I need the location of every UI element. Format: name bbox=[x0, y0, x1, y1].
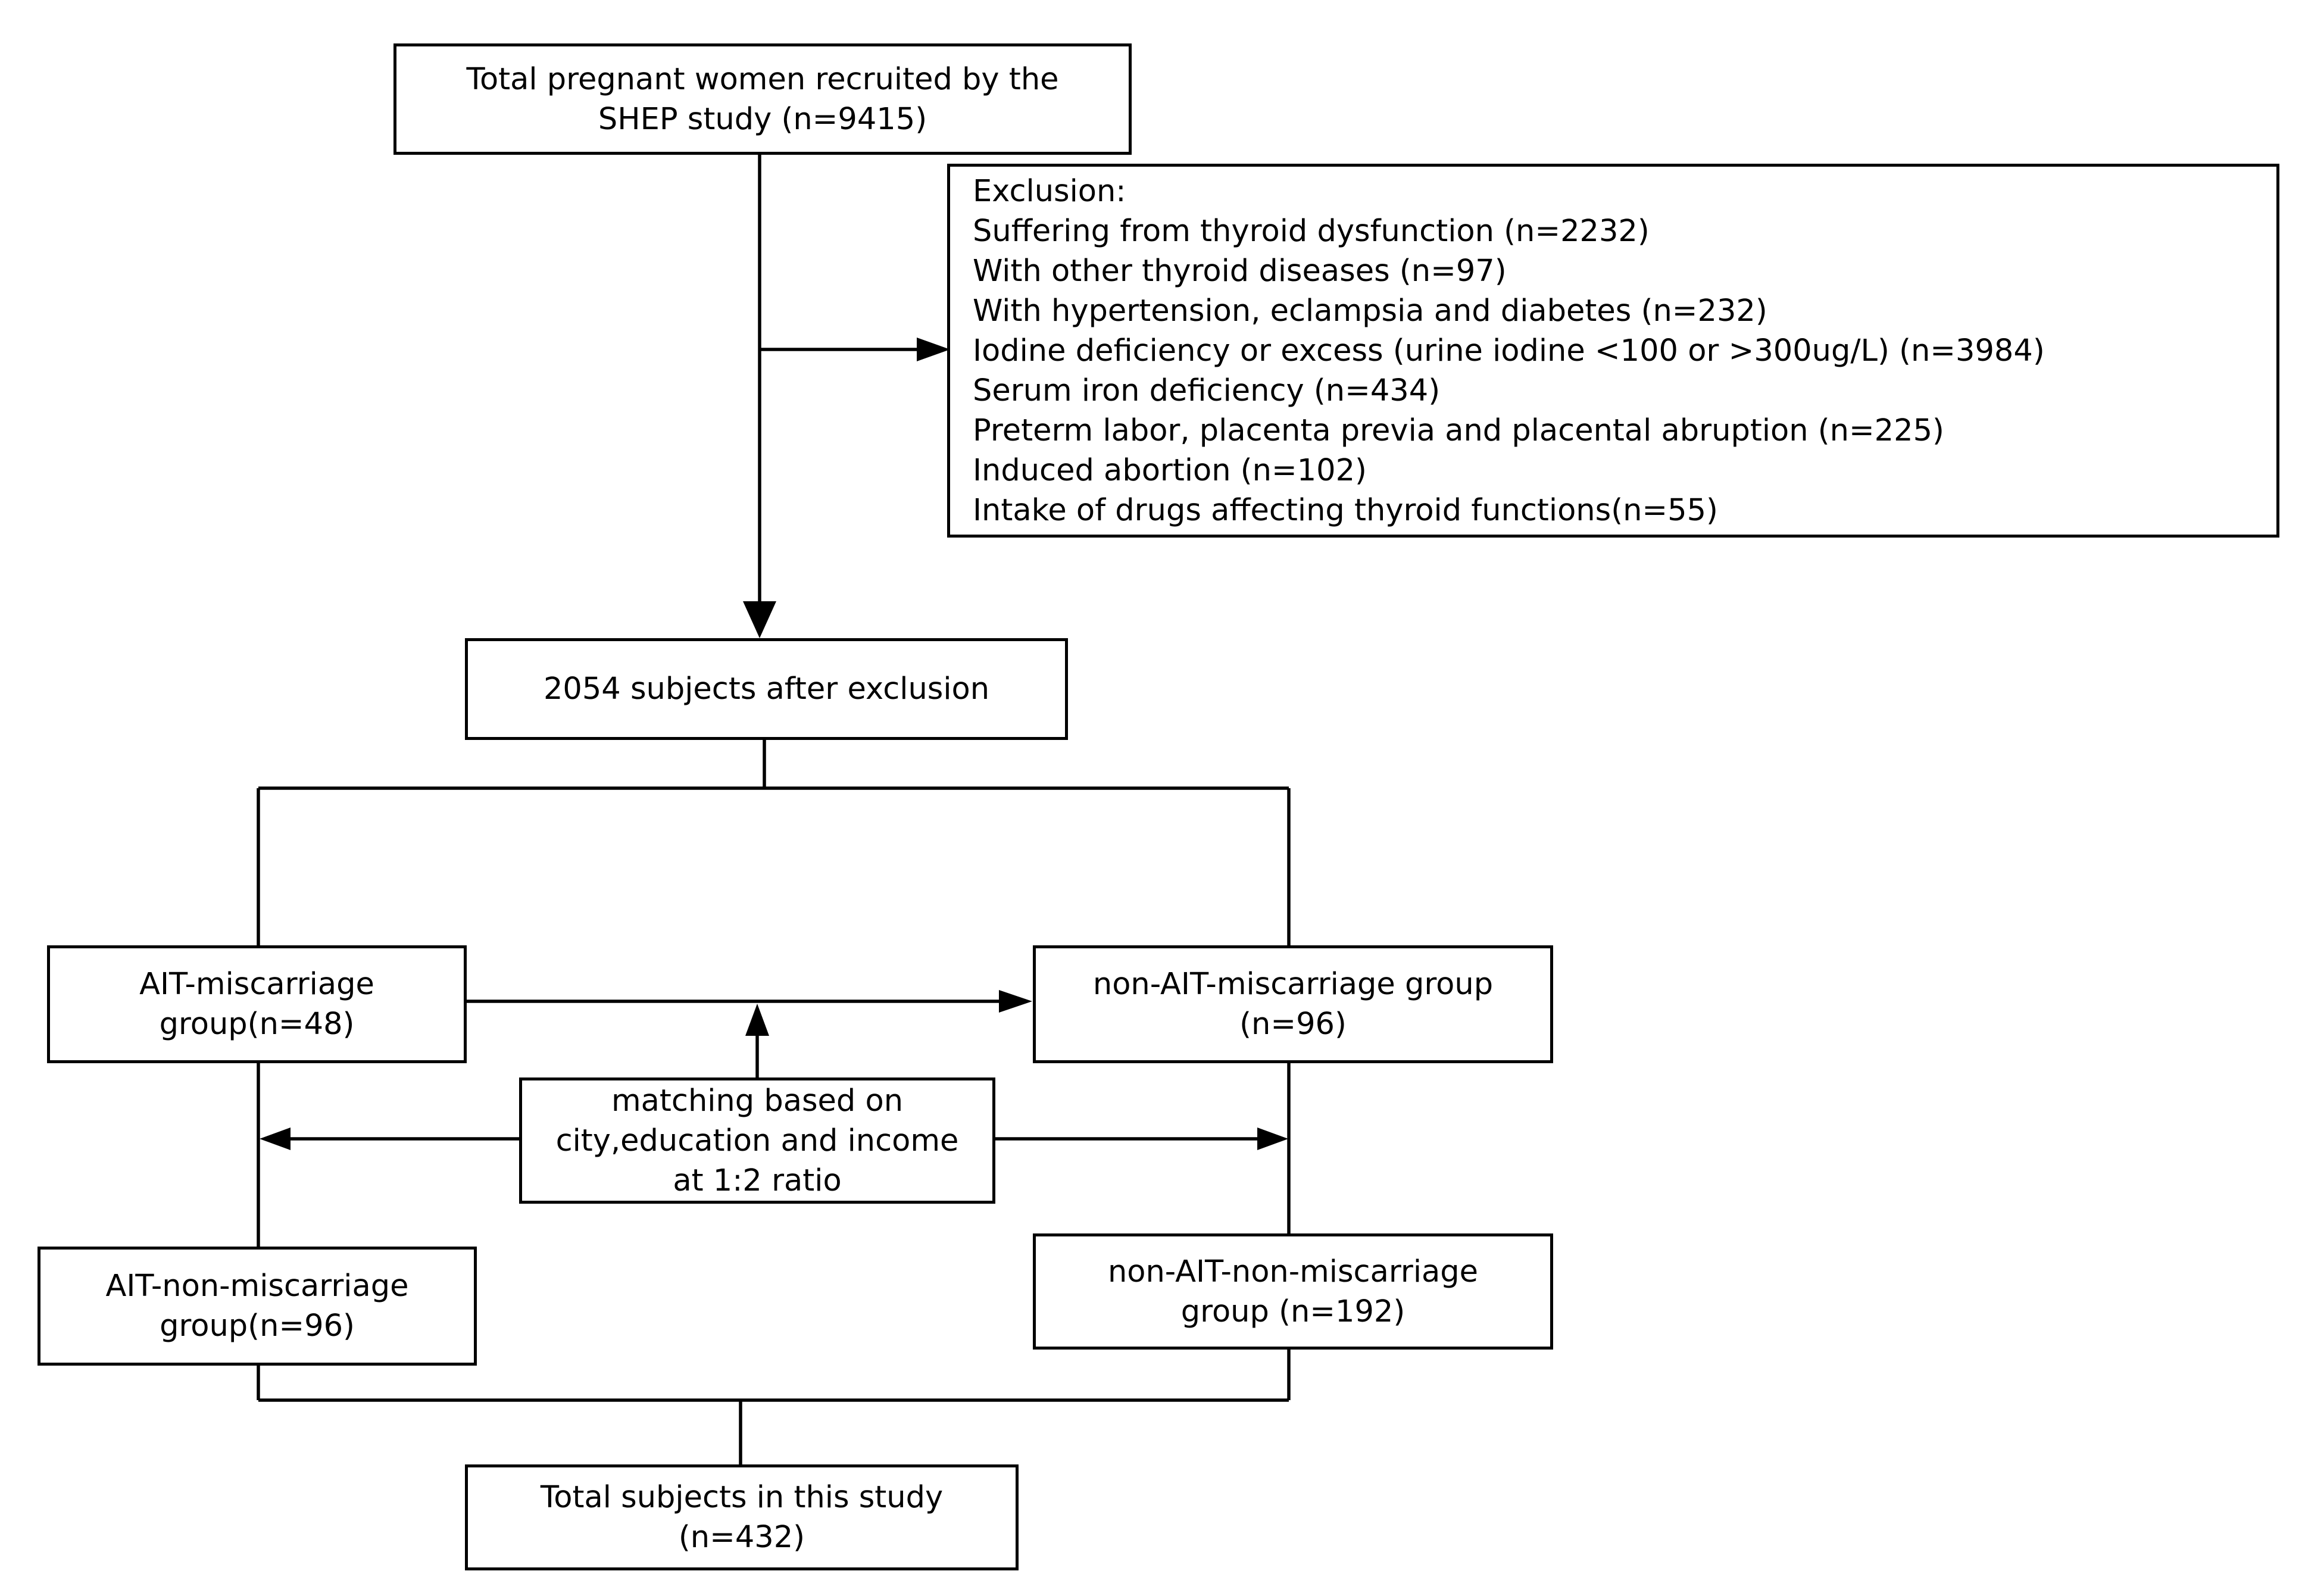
trunk-arrowhead bbox=[743, 601, 776, 638]
matching-up-arrowhead bbox=[745, 1004, 769, 1036]
recruited-line-2: SHEP study (n=9415) bbox=[598, 101, 927, 137]
exclusion-item: Iodine deficiency or excess (urine iodin… bbox=[973, 333, 2045, 368]
matching-right-arrowhead bbox=[1257, 1127, 1288, 1150]
match-horizontal-arrowhead bbox=[999, 990, 1032, 1013]
matching-line-1: matching based on bbox=[611, 1083, 904, 1119]
total-box: Total subjects in this study (n=432) bbox=[465, 1464, 1019, 1570]
exclusion-item: Preterm labor, placenta previa and place… bbox=[973, 413, 1944, 448]
non-ait-miscarriage-line-2: (n=96) bbox=[1239, 1007, 1347, 1042]
ait-non-miscarriage-box: AIT-non-miscarriage group(n=96) bbox=[38, 1247, 477, 1366]
exclusion-item: Suffering from thyroid dysfunction (n=22… bbox=[973, 213, 1650, 249]
non-ait-non-miscarriage-box: non-AIT-non-miscarriage group (n=192) bbox=[1033, 1233, 1553, 1350]
matching-box: matching based on city,education and inc… bbox=[519, 1077, 995, 1204]
exclusion-item: Induced abortion (n=102) bbox=[973, 452, 1367, 488]
non-ait-non-miscarriage-line-1: non-AIT-non-miscarriage bbox=[1107, 1254, 1479, 1289]
total-line-1: Total subjects in this study bbox=[540, 1480, 944, 1515]
non-ait-non-miscarriage-line-2: group (n=192) bbox=[1180, 1294, 1406, 1329]
exclusion-heading: Exclusion: bbox=[973, 173, 1126, 209]
after-exclusion-text: 2054 subjects after exclusion bbox=[543, 671, 990, 707]
exclusion-item: With hypertension, eclampsia and diabete… bbox=[973, 293, 1767, 329]
total-line-2: (n=432) bbox=[678, 1520, 805, 1555]
exclusion-box: Exclusion: Suffering from thyroid dysfun… bbox=[947, 164, 2279, 538]
recruited-box: Total pregnant women recruited by the SH… bbox=[393, 43, 1132, 155]
non-ait-miscarriage-line-1: non-AIT-miscarriage group bbox=[1092, 967, 1494, 1002]
recruited-line-1: Total pregnant women recruited by the bbox=[466, 61, 1059, 97]
ait-non-miscarriage-line-1: AIT-non-miscarriage bbox=[105, 1269, 409, 1304]
exclusion-item: Serum iron deficiency (n=434) bbox=[973, 373, 1441, 408]
matching-line-2: city,education and income bbox=[555, 1123, 959, 1158]
ait-non-miscarriage-line-2: group(n=96) bbox=[160, 1308, 355, 1344]
matching-line-3: at 1:2 ratio bbox=[673, 1163, 842, 1198]
ait-miscarriage-line-2: group(n=48) bbox=[159, 1007, 355, 1042]
matching-left-arrowhead bbox=[260, 1127, 291, 1150]
ait-miscarriage-box: AIT-miscarriage group(n=48) bbox=[47, 945, 467, 1063]
exclusion-item: Intake of drugs affecting thyroid functi… bbox=[973, 492, 1718, 528]
exclusion-item: With other thyroid diseases (n=97) bbox=[973, 253, 1507, 289]
non-ait-miscarriage-box: non-AIT-miscarriage group (n=96) bbox=[1033, 945, 1553, 1063]
exclusion-arrowhead bbox=[917, 338, 950, 361]
ait-miscarriage-line-1: AIT-miscarriage bbox=[139, 967, 374, 1002]
after-exclusion-box: 2054 subjects after exclusion bbox=[465, 638, 1068, 740]
